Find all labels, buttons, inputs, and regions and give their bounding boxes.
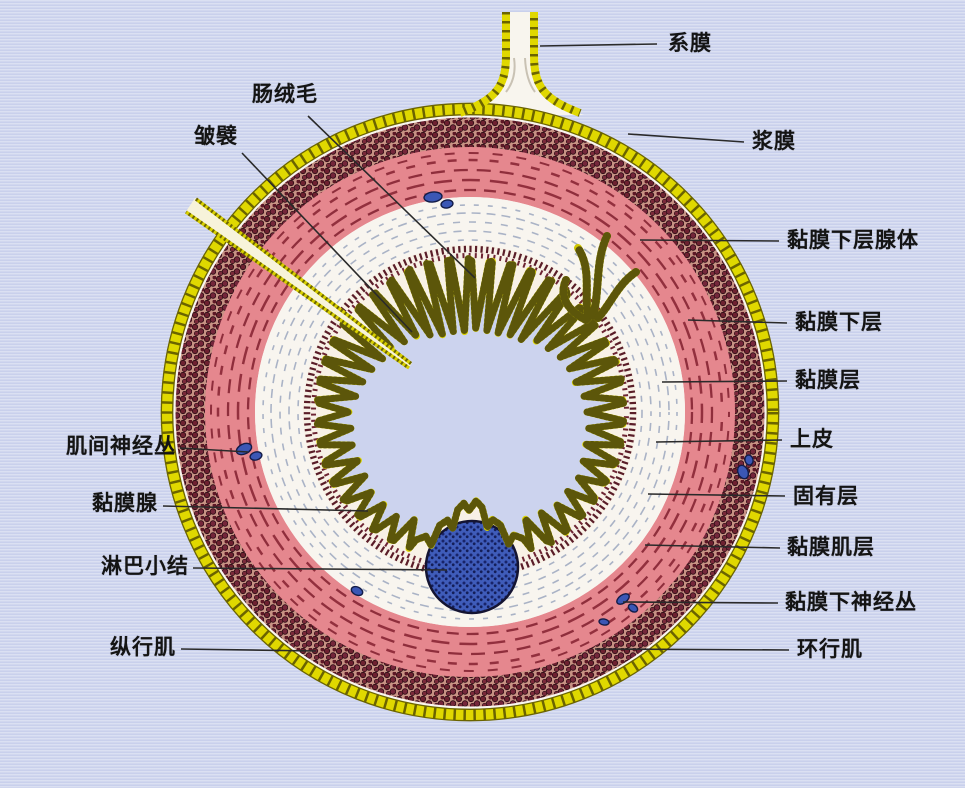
leader-lines — [162, 43, 790, 652]
label-mesentery: 系膜 — [668, 32, 712, 55]
label-mucosal-gland: 黏膜腺 — [92, 492, 158, 515]
mesentery-hatch — [505, 57, 516, 93]
leader-line-circular-muscle — [594, 648, 790, 651]
leader-line-myenteric-plexus — [179, 447, 249, 453]
label-submucosal-plexus: 黏膜下神经丛 — [785, 591, 917, 614]
leader-line-submucosa — [687, 319, 788, 324]
label-villi: 肠绒毛 — [252, 83, 318, 106]
leader-line-serosa — [627, 133, 745, 143]
submucosal-gland-figure — [559, 232, 640, 324]
leader-line-mesentery — [539, 43, 658, 47]
leader-line-mucosal-gland — [162, 505, 369, 512]
label-lymph-nodule: 淋巴小结 — [101, 555, 189, 578]
muscularis-mucosae-ring — [303, 245, 637, 579]
label-lamina-propria: 固有层 — [793, 485, 859, 508]
leader-line-muscularis-mucosae — [644, 544, 781, 549]
myenteric-plexus-cells — [235, 191, 754, 480]
plica-fold-figure — [185, 197, 413, 370]
label-submucosal-gland: 黏膜下层腺体 — [787, 229, 919, 252]
label-serosa: 浆膜 — [752, 130, 796, 153]
longitudinal-muscle-ring — [175, 117, 765, 707]
label-epithelium: 上皮 — [790, 428, 834, 451]
label-myenteric-plexus: 肌间神经丛 — [66, 435, 176, 458]
mesentery-hatch — [524, 57, 536, 93]
nerve-plexus-cells — [235, 191, 754, 626]
label-submucosa: 黏膜下层 — [795, 311, 883, 334]
mesentery-connective-fill — [458, 12, 584, 115]
leader-line-epithelium — [655, 439, 783, 443]
label-muscularis-mucosae: 黏膜肌层 — [787, 536, 875, 559]
label-mucosa-layer: 黏膜层 — [795, 369, 861, 392]
leader-line-plica — [241, 152, 413, 333]
label-plica: 皱襞 — [194, 125, 238, 148]
leader-line-lamina-propria — [647, 493, 786, 497]
leader-line-submucosal-plexus — [622, 601, 779, 604]
leader-line-mucosa-layer — [661, 380, 788, 383]
label-circular-muscle: 环行肌 — [797, 638, 863, 661]
mesentery-stalk — [458, 12, 582, 117]
circular-muscle-ring — [205, 147, 735, 677]
leader-line-longitudinal-muscle — [180, 648, 317, 652]
label-longitudinal-muscle: 纵行肌 — [110, 636, 176, 659]
leader-line-submucosal-gland — [639, 239, 780, 242]
epithelium-villi-dots — [313, 255, 627, 553]
lymph-nodule-figure — [424, 519, 520, 615]
leader-line-lymph-nodule — [192, 567, 448, 571]
submucosal-plexus-cells — [350, 585, 639, 626]
leader-line-villi — [307, 115, 476, 279]
